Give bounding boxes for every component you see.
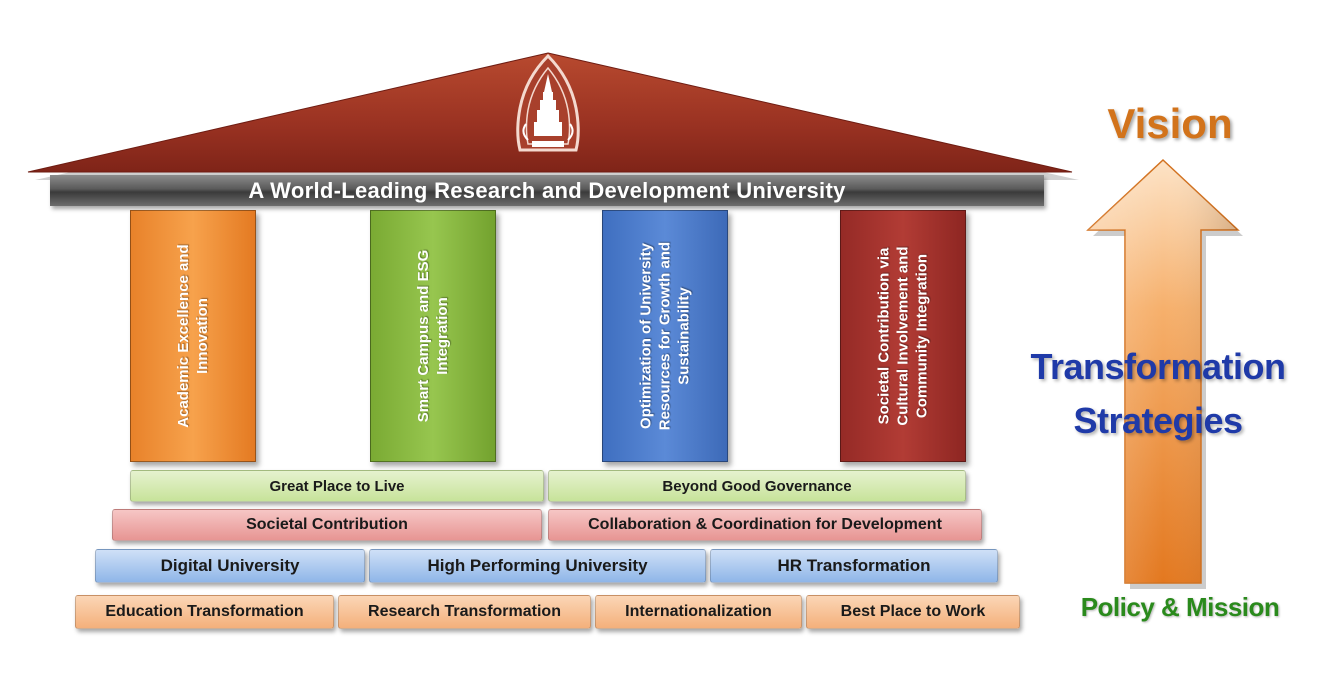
step-collaboration-coordination: Collaboration & Coordination for Develop… bbox=[548, 509, 982, 541]
university-seal-icon bbox=[516, 53, 580, 152]
vision-label: Vision bbox=[1107, 100, 1233, 147]
pillar-societal-contribution: Societal Contribution via Cultural Invol… bbox=[840, 210, 966, 462]
vision-banner: A World-Leading Research and Development… bbox=[50, 175, 1044, 206]
pillar-label: Societal Contribution via Cultural Invol… bbox=[875, 246, 931, 426]
step-hr-transformation: HR Transformation bbox=[710, 549, 998, 583]
pillar-resource-optimization: Optimization of University Resources for… bbox=[602, 210, 728, 462]
transformation-strategies-label: Transformation Strategies bbox=[1018, 340, 1298, 448]
step-best-place-to-work: Best Place to Work bbox=[806, 595, 1020, 629]
step-societal-contribution: Societal Contribution bbox=[112, 509, 542, 541]
pillar-label: Optimization of University Resources for… bbox=[637, 241, 693, 431]
step-high-performing-university: High Performing University bbox=[369, 549, 706, 583]
step-great-place-to-live: Great Place to Live bbox=[130, 470, 544, 502]
step-digital-university: Digital University bbox=[95, 549, 365, 583]
upward-arrow-icon bbox=[1086, 158, 1243, 589]
step-internationalization: Internationalization bbox=[595, 595, 802, 629]
strategies-line-2: Strategies bbox=[1073, 400, 1243, 441]
strategies-line-1: Transformation bbox=[1030, 346, 1286, 387]
step-research-transformation: Research Transformation bbox=[338, 595, 591, 629]
policy-mission-label: Policy & Mission bbox=[1080, 592, 1280, 622]
pillar-smart-campus: Smart Campus and ESG Integration bbox=[370, 210, 496, 462]
pillar-label: Academic Excellence and Innovation bbox=[175, 244, 211, 428]
step-beyond-good-governance: Beyond Good Governance bbox=[548, 470, 966, 502]
pillar-academic-excellence: Academic Excellence and Innovation bbox=[130, 210, 256, 462]
pillar-label: Smart Campus and ESG Integration bbox=[415, 249, 451, 423]
step-education-transformation: Education Transformation bbox=[75, 595, 334, 629]
